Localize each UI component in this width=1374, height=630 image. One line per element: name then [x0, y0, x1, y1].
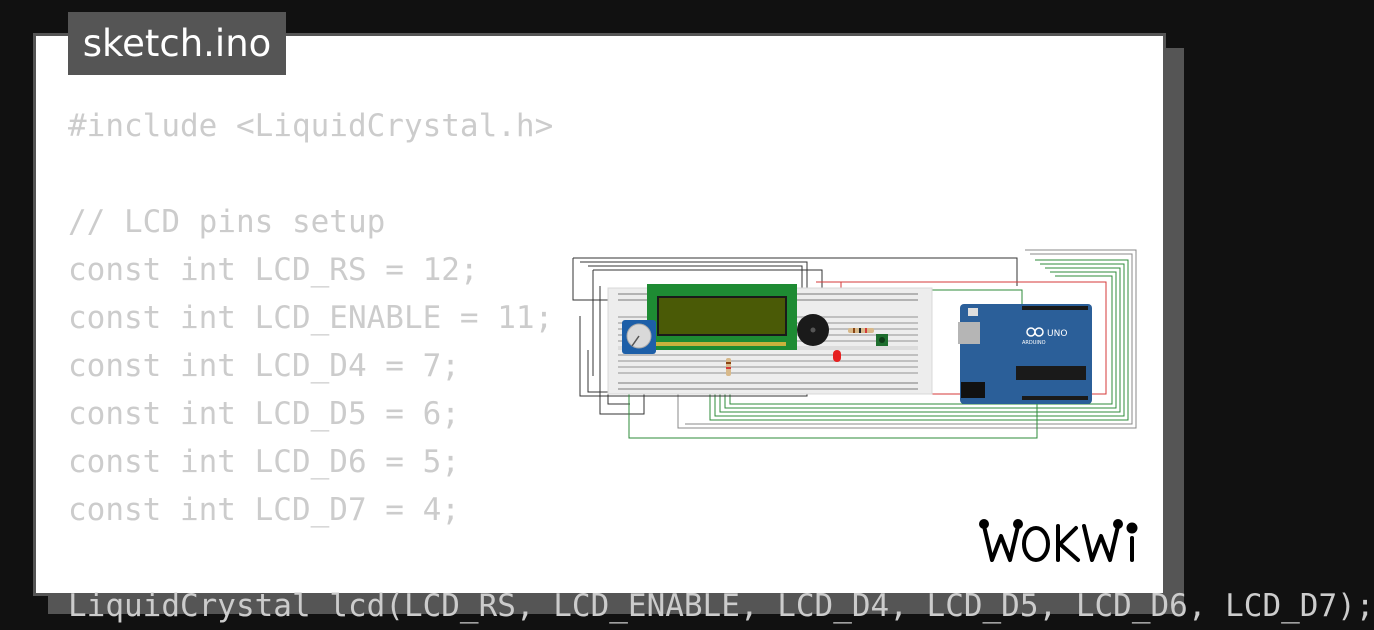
code-line: #include <LiquidCrystal.h> — [68, 108, 554, 144]
code-line: const int LCD_D4 = 7; — [68, 348, 460, 384]
resistor — [726, 358, 731, 376]
board-brand: ARDUINO — [1022, 340, 1046, 346]
pushbutton-icon — [876, 334, 888, 346]
buzzer-icon — [797, 314, 829, 346]
potentiometer-icon — [622, 320, 656, 354]
code-line — [68, 150, 1374, 198]
file-name-tab[interactable]: sketch.ino — [68, 12, 286, 75]
code-line: LiquidCrystal lcd(LCD_RS, LCD_ENABLE, LC… — [68, 588, 1374, 624]
code-line: const int LCD_D6 = 5; — [68, 444, 460, 480]
wokwi-logo-svg — [979, 519, 1138, 562]
code-line: const int LCD_D7 = 4; — [68, 492, 460, 528]
board-name: UNO — [1047, 329, 1067, 339]
code-line: const int LCD_D5 = 6; — [68, 396, 460, 432]
resistor — [848, 328, 874, 333]
code-line: const int LCD_ENABLE = 11; — [68, 300, 554, 336]
wokwi-logo-icon — [979, 516, 1152, 572]
code-block: #include <LiquidCrystal.h> // LCD pins se… — [68, 102, 1374, 630]
code-line: // LCD pins setup — [68, 204, 386, 240]
code-line — [68, 534, 1374, 582]
circuit-diagram: UNO ARDUINO — [572, 249, 1137, 439]
led-icon — [833, 350, 841, 362]
code-line: const int LCD_RS = 12; — [68, 252, 479, 288]
arduino-uno-icon: UNO ARDUINO — [958, 304, 1092, 404]
